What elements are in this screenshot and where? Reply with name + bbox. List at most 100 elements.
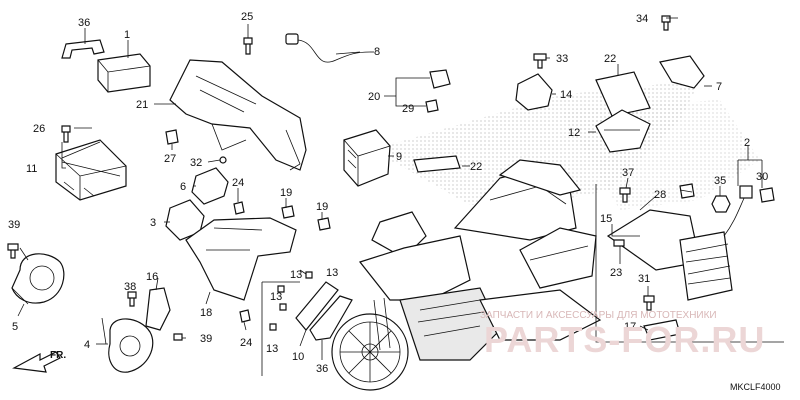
part-6-relay: [191, 167, 229, 205]
callout-13-a: 13: [290, 269, 302, 281]
part-39-bolt-b: [173, 333, 183, 341]
part-8-sensor-wire: [285, 33, 371, 63]
callout-19-b: 19: [316, 201, 328, 213]
callout-39-b: 39: [200, 333, 212, 345]
callout-33: 33: [556, 53, 568, 65]
callout-35: 35: [714, 175, 726, 187]
callout-24-a: 24: [232, 177, 244, 189]
part-35-nut: [711, 195, 731, 213]
callout-26: 26: [33, 123, 45, 135]
callout-34: 34: [636, 13, 648, 25]
watermark: ЗАПЧАСТИ И АКСЕССУАРЫ ДЛЯ МОТОТЕХНИКИ PA…: [480, 310, 765, 360]
callout-13-c: 13: [270, 291, 282, 303]
callout-22-b: 22: [604, 53, 616, 65]
part-24-clip-a: [233, 201, 245, 215]
callout-37: 37: [622, 167, 634, 179]
part-9-ecu: [343, 129, 391, 187]
callout-16: 16: [146, 271, 158, 283]
part-13-clip-a: [305, 271, 313, 279]
motorcycle-illustration: [331, 159, 602, 391]
callout-25: 25: [241, 11, 253, 23]
callout-labels: 36 1 25 8 21 26 27 32 11 33 20 29 9 22 1…: [8, 11, 768, 375]
callout-7: 7: [716, 81, 722, 93]
part-10-bracket: [295, 281, 339, 331]
part-7-bracket: [659, 55, 705, 89]
callout-36-b: 36: [316, 363, 328, 375]
callout-23: 23: [610, 267, 622, 279]
part-12-device: [595, 109, 651, 153]
part-20-sensor: [425, 69, 451, 113]
callout-12: 12: [568, 127, 580, 139]
callout-24-b: 24: [240, 337, 252, 349]
part-31-bolt: [643, 295, 655, 311]
part-5-horn: [11, 253, 65, 305]
callout-2: 2: [744, 137, 750, 149]
callout-29: 29: [402, 103, 414, 115]
part-13-clip-b: [277, 285, 285, 293]
part-36-clip: [61, 39, 105, 59]
part-36-clip-b: [309, 295, 353, 341]
callout-19-a: 19: [280, 187, 292, 199]
callout-30: 30: [756, 171, 768, 183]
part-25-bolt: [243, 37, 253, 55]
callout-3: 3: [150, 217, 156, 229]
callout-13-d: 13: [266, 343, 278, 355]
part-1-control-unit: [97, 53, 151, 93]
part-19-clip-b: [317, 217, 331, 231]
part-33-screw: [533, 53, 547, 69]
part-13-clip-c: [279, 303, 287, 311]
front-arrow: FR.: [12, 350, 66, 373]
part-4-horn: [101, 317, 154, 373]
callout-21: 21: [136, 99, 148, 111]
callout-6: 6: [180, 181, 186, 193]
callout-32: 32: [190, 157, 202, 169]
callout-14: 14: [560, 89, 572, 101]
callout-11: 11: [26, 163, 37, 175]
callout-28: 28: [654, 189, 666, 201]
part-21-bracket: [169, 59, 307, 171]
part-13-clip-d: [269, 323, 277, 331]
part-34-screw: [661, 15, 671, 31]
part-18-cover: [185, 217, 297, 301]
callout-38: 38: [124, 281, 136, 293]
part-22-bar-b: [595, 71, 651, 117]
part-22-bar-a: [413, 155, 461, 173]
callout-36: 36: [78, 17, 90, 29]
part-11-module: [55, 139, 127, 201]
leader-lines: [17, 17, 763, 360]
part-24-clip-b: [239, 309, 251, 323]
part-26-bolt: [61, 125, 71, 143]
callout-20: 20: [368, 91, 380, 103]
part-27-clip: [165, 129, 179, 145]
callout-17: 17: [624, 321, 636, 333]
part-23-bolt: [613, 239, 625, 247]
callout-27: 27: [164, 153, 176, 165]
watermark-caption: ЗАПЧАСТИ И АКСЕССУАРЫ ДЛЯ МОТОТЕХНИКИ: [480, 310, 717, 321]
part-13-group-bracket: [261, 281, 300, 376]
part-39-bolt-a: [7, 243, 19, 259]
callout-22-a: 22: [470, 161, 482, 173]
right-group-frame: [595, 184, 784, 343]
callout-13-b: 13: [326, 267, 338, 279]
callout-4: 4: [84, 339, 90, 351]
callout-31: 31: [638, 273, 650, 285]
part-37-bolt: [619, 187, 631, 203]
callout-39-a: 39: [8, 219, 20, 231]
part-30-connector: [759, 187, 775, 203]
part-19-clip-a: [281, 205, 295, 219]
diagram-code: MKCLF4000: [730, 382, 781, 392]
part-32-screw: [219, 156, 227, 164]
callout-15: 15: [600, 213, 612, 225]
part-16-bracket: [145, 287, 171, 331]
part-17-bracket: [643, 319, 681, 341]
callout-1: 1: [124, 29, 130, 41]
part-38-bolt: [127, 291, 137, 307]
callout-9: 9: [396, 151, 402, 163]
callout-5: 5: [12, 321, 18, 333]
watermark-logo: PARTS-FOR.RU: [484, 319, 765, 360]
callout-10: 10: [292, 351, 304, 363]
part-2-regulator: [679, 185, 753, 301]
callout-8: 8: [374, 46, 380, 58]
